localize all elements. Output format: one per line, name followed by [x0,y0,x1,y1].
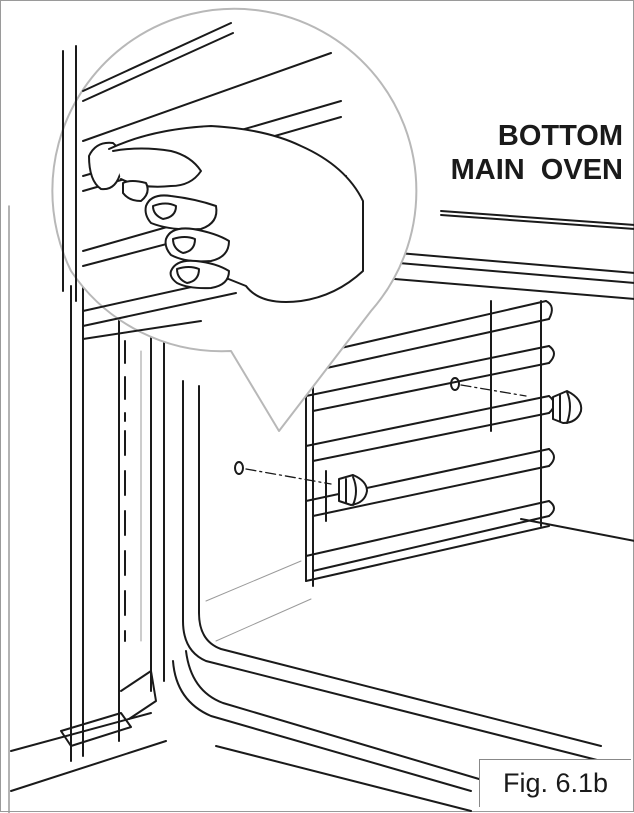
right-wall-hole [450,377,460,391]
wire-shelf-support [305,300,555,587]
left-wall-hole [234,461,244,475]
hand-turning-screw [88,125,364,303]
figure-label: Fig. 6.1b [479,759,631,807]
left-alignment-line [245,468,332,485]
oven-heading: BOTTOM MAIN OVEN [451,119,623,187]
right-screw [552,390,583,424]
heading-line-1: BOTTOM [497,120,623,152]
heading-line-2: MAIN OVEN [450,154,623,186]
right-alignment-line [460,384,527,397]
oven-cavity [8,205,634,813]
left-screw [338,474,368,506]
